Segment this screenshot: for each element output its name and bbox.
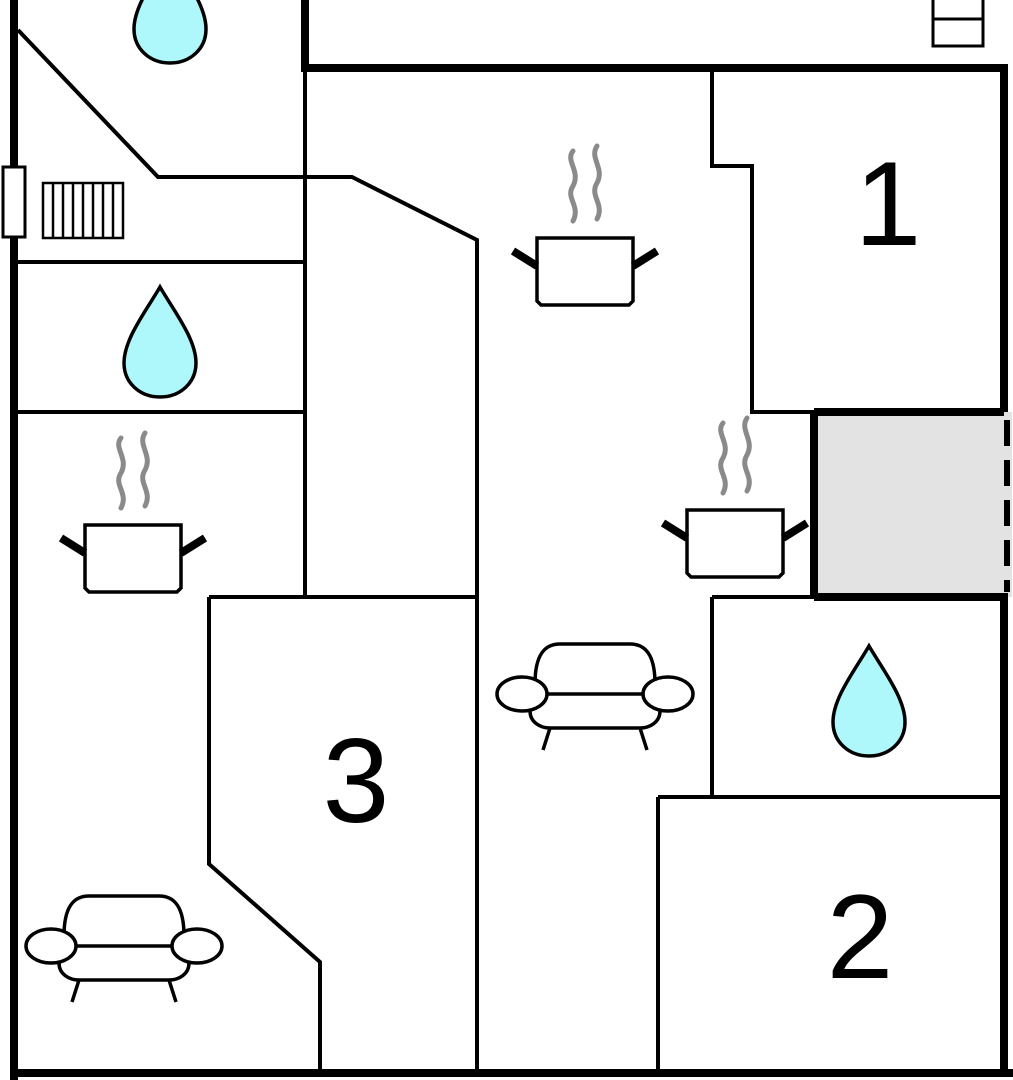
- interior-walls: [16, 28, 1004, 1073]
- cooking-pot-icon: [663, 418, 807, 577]
- cooking-pot-icon: [61, 433, 205, 592]
- stairs-icon: [1, 165, 125, 240]
- water-drop-icon: [122, 285, 198, 399]
- cooking-pot-icon: [513, 146, 657, 305]
- water-drop-icon: [132, 0, 208, 65]
- sofa-icon: [24, 894, 224, 1004]
- water-drop-icon: [831, 644, 907, 758]
- room-number-1: 1: [855, 137, 922, 271]
- balcony: [812, 412, 1012, 597]
- ladder-icon: [931, 0, 985, 48]
- room-number-2: 2: [827, 870, 894, 1004]
- outer-walls: [10, 0, 1013, 1080]
- sofa-icon: [495, 642, 695, 752]
- room-number-3: 3: [323, 714, 390, 848]
